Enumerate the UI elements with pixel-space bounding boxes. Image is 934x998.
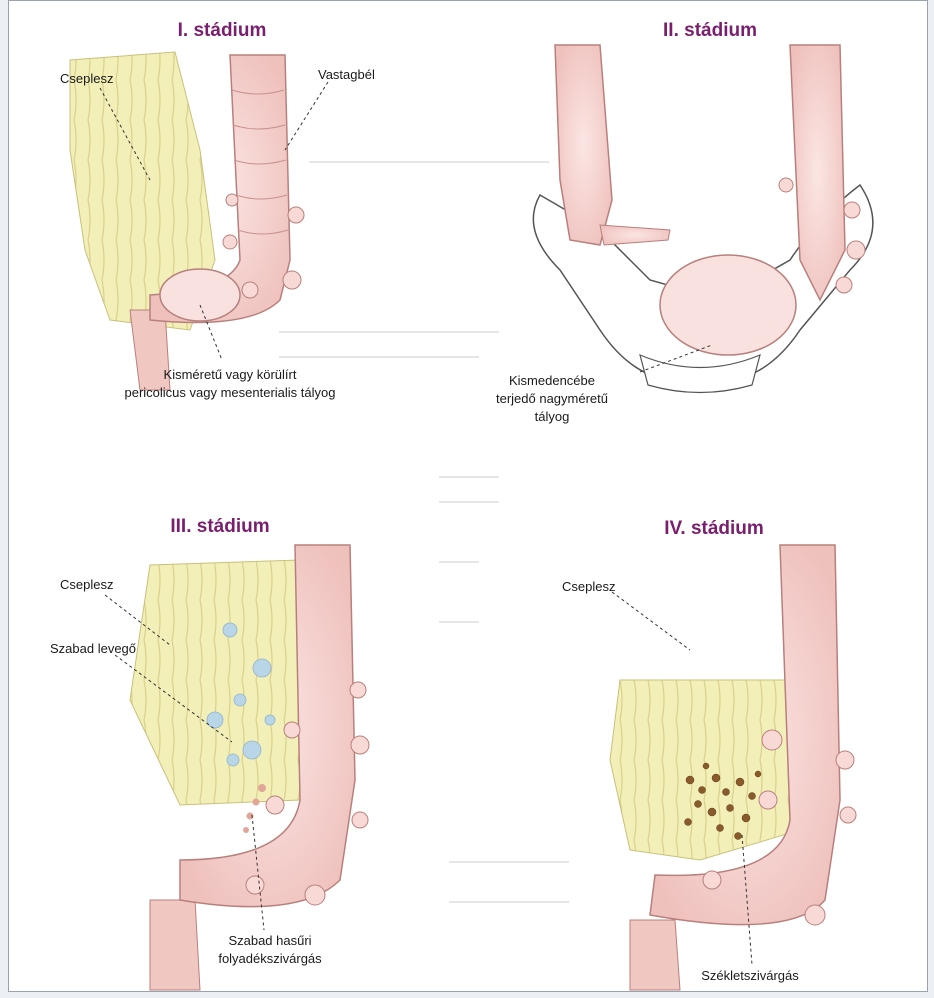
stage-2-large-abscess — [660, 255, 796, 355]
stage-1-illustration — [70, 52, 328, 390]
stage-3-omentum-label: Cseplesz — [60, 576, 113, 593]
stage-3-fluid-label-line1: Szabad hasűri — [170, 932, 370, 949]
stage-2-abscess-label-line2: terjedő nagyméretű — [452, 390, 652, 407]
stage-4-illustration — [610, 545, 856, 990]
stage-4-omentum-label: Cseplesz — [562, 578, 615, 595]
stage-1-title: I. stádium — [112, 20, 332, 42]
stage-4-title: IV. stádium — [604, 518, 824, 540]
stage-2-abscess-label-line1: Kismedencébe — [452, 372, 652, 389]
stage-3-free-air-label: Szabad levegő — [50, 640, 136, 657]
stage-2-appendix — [600, 225, 670, 245]
stage-2-illustration — [533, 45, 873, 393]
stage-4-omentum — [610, 680, 800, 860]
stage-1-omentum-label: Cseplesz — [60, 70, 113, 87]
stage-3-title: III. stádium — [110, 516, 330, 538]
stage-1-abscess — [160, 269, 240, 321]
stage-3-omentum — [130, 560, 310, 805]
stage-1-colon-label: Vastagbél — [318, 66, 375, 83]
stage-1-abscess-label-line2: pericolicus vagy mesenterialis tályog — [70, 384, 390, 401]
stage-3-illustration — [105, 545, 369, 990]
stage-1-abscess-label-line1: Kisméretű vagy körülírt — [90, 366, 370, 383]
stage-2-title: II. stádium — [600, 20, 820, 42]
stage-4-stool-label: Székletszivárgás — [650, 967, 850, 984]
stage-3-fluid-label-line2: folyadékszivárgás — [170, 950, 370, 967]
stage-2-abscess-label-line3: tályog — [452, 408, 652, 425]
